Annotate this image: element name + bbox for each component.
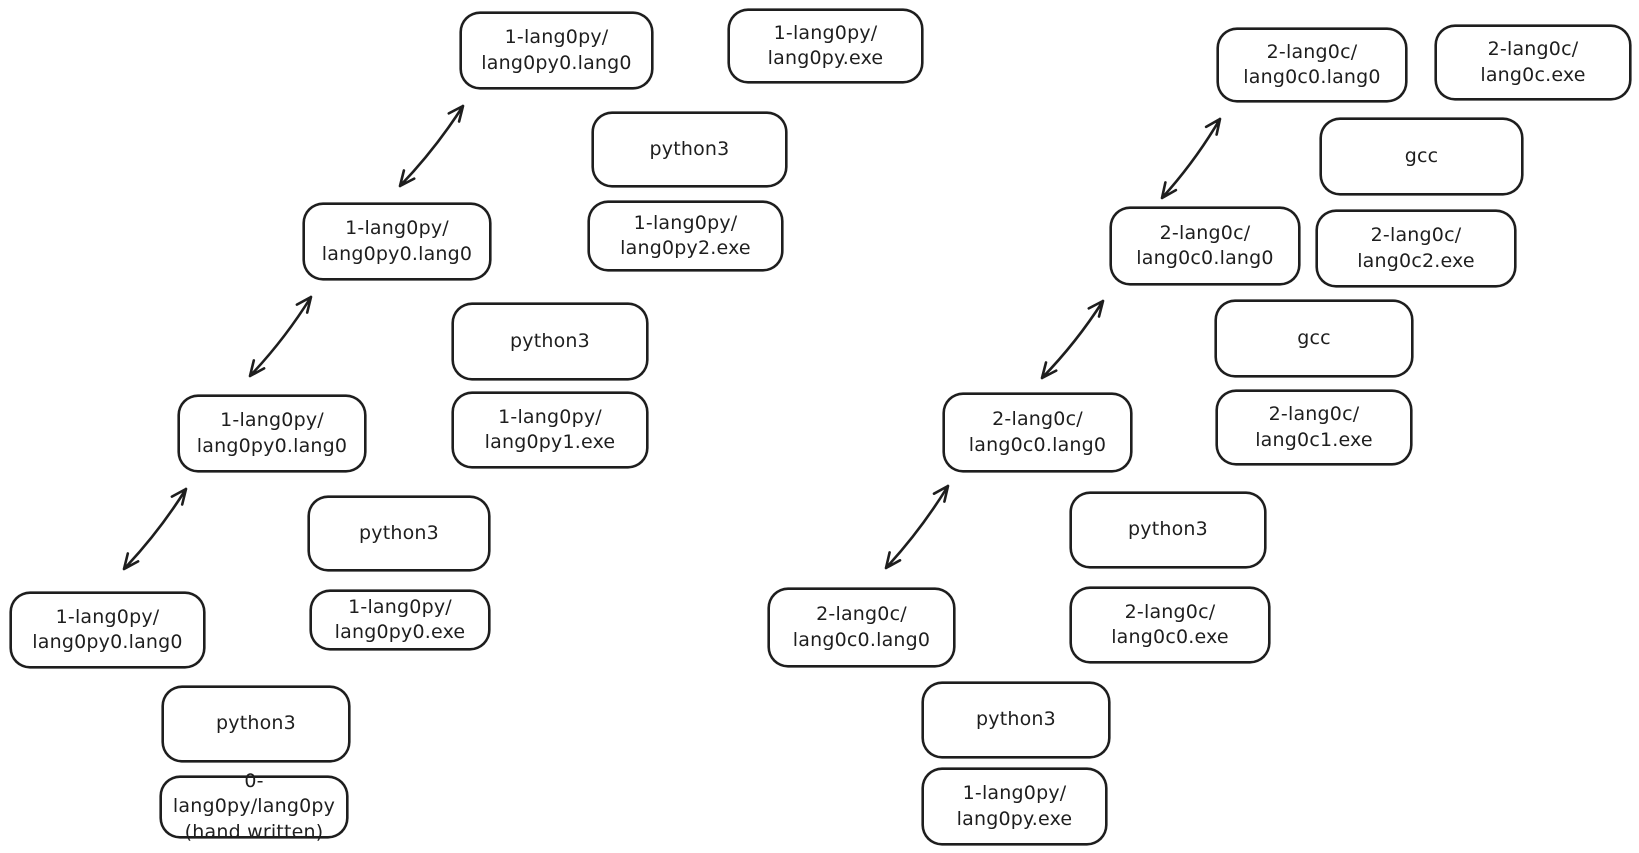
node-c-src-stage1[interactable]: 2-lang0c/ lang0c0.lang0 bbox=[943, 393, 1132, 472]
node-c-compiler-1[interactable]: python3 bbox=[1070, 492, 1266, 568]
node-label: 1-lang0py/ lang0py0.exe bbox=[334, 595, 466, 643]
node-label: python3 bbox=[510, 329, 590, 352]
bidirectional-arrow-py-link-2-1[interactable] bbox=[248, 295, 313, 378]
node-py-compiler-1[interactable]: python3 bbox=[308, 496, 490, 571]
node-py-out-stage0[interactable]: 1-lang0py/ lang0py0.exe bbox=[310, 590, 490, 650]
node-label: python3 bbox=[359, 521, 439, 544]
node-c-compiler-2[interactable]: gcc bbox=[1215, 300, 1413, 377]
node-c-out-stage2[interactable]: 2-lang0c/ lang0c2.exe bbox=[1316, 210, 1516, 287]
node-label: 2-lang0c/ lang0c.exe bbox=[1480, 38, 1586, 86]
node-label: 1-lang0py/ lang0py0.lang0 bbox=[321, 217, 473, 265]
node-c-compiler-3[interactable]: gcc bbox=[1320, 118, 1523, 195]
node-label: 2-lang0c/ lang0c1.exe bbox=[1255, 403, 1373, 451]
bidirectional-arrow-c-link-3-2[interactable] bbox=[1160, 117, 1222, 200]
node-c-out-stage0[interactable]: 2-lang0c/ lang0c0.exe bbox=[1070, 587, 1270, 663]
node-py-final-exe[interactable]: 1-lang0py/ lang0py.exe bbox=[728, 9, 923, 83]
node-label: 1-lang0py/ lang0py0.lang0 bbox=[196, 409, 348, 457]
node-c-compiler-0[interactable]: python3 bbox=[922, 682, 1110, 758]
node-label: 2-lang0c/ lang0c0.lang0 bbox=[968, 408, 1107, 456]
node-label: 1-lang0py/ lang0py0.lang0 bbox=[32, 605, 183, 653]
node-label: 2-lang0c/ lang0c2.exe bbox=[1357, 224, 1475, 272]
node-label: python3 bbox=[216, 712, 296, 735]
node-label: 2-lang0c/ lang0c0.lang0 bbox=[792, 603, 931, 651]
node-label: 1-lang0py/ lang0py1.exe bbox=[484, 405, 616, 453]
node-py-src-stage2[interactable]: 1-lang0py/ lang0py0.lang0 bbox=[303, 203, 491, 280]
node-py-src-stage0[interactable]: 1-lang0py/ lang0py0.lang0 bbox=[10, 592, 205, 668]
node-label: 2-lang0c/ lang0c0.lang0 bbox=[1136, 221, 1274, 269]
node-label: 2-lang0c/ lang0c0.lang0 bbox=[1243, 40, 1381, 88]
node-py-out-stage2[interactable]: 1-lang0py/ lang0py2.exe bbox=[588, 201, 783, 271]
node-py-compiler-0[interactable]: python3 bbox=[162, 686, 350, 762]
node-label: gcc bbox=[1297, 326, 1331, 349]
node-c-src-stage0[interactable]: 2-lang0c/ lang0c0.lang0 bbox=[768, 588, 955, 667]
node-label: gcc bbox=[1404, 144, 1439, 167]
node-label: 2-lang0c/ lang0c0.exe bbox=[1111, 600, 1229, 648]
node-label: 0-lang0py/lang0py (hand written) bbox=[172, 770, 336, 843]
node-c-src-stage3[interactable]: 2-lang0c/ lang0c0.lang0 bbox=[1217, 28, 1407, 102]
bidirectional-arrow-py-link-1-0[interactable] bbox=[122, 487, 188, 571]
node-c-base[interactable]: 1-lang0py/ lang0py.exe bbox=[922, 768, 1107, 845]
node-py-src-stage1[interactable]: 1-lang0py/ lang0py0.lang0 bbox=[178, 395, 366, 472]
bidirectional-arrow-py-link-3-2[interactable] bbox=[398, 104, 465, 188]
node-label: python3 bbox=[649, 137, 730, 160]
node-label: 1-lang0py/ lang0py.exe bbox=[767, 21, 884, 69]
node-label: 1-lang0py/ lang0py0.lang0 bbox=[481, 26, 632, 74]
node-c-src-stage2[interactable]: 2-lang0c/ lang0c0.lang0 bbox=[1110, 207, 1300, 285]
node-label: python3 bbox=[1128, 518, 1208, 541]
node-py-compiler-2[interactable]: python3 bbox=[452, 303, 648, 380]
node-py-base[interactable]: 0-lang0py/lang0py (hand written) bbox=[160, 770, 348, 843]
node-label: 1-lang0py/ lang0py2.exe bbox=[620, 211, 751, 259]
node-c-out-stage1[interactable]: 2-lang0c/ lang0c1.exe bbox=[1216, 390, 1412, 465]
bidirectional-arrow-c-link-2-1[interactable] bbox=[1040, 299, 1105, 380]
node-c-final-exe[interactable]: 2-lang0c/ lang0c.exe bbox=[1435, 25, 1631, 100]
node-py-src-stage3[interactable]: 1-lang0py/ lang0py0.lang0 bbox=[460, 12, 653, 89]
node-label: 1-lang0py/ lang0py.exe bbox=[956, 782, 1073, 830]
bidirectional-arrow-c-link-1-0[interactable] bbox=[884, 484, 950, 570]
node-py-out-stage1[interactable]: 1-lang0py/ lang0py1.exe bbox=[452, 392, 648, 468]
node-py-compiler-3[interactable]: python3 bbox=[592, 112, 787, 187]
node-label: python3 bbox=[976, 708, 1056, 731]
